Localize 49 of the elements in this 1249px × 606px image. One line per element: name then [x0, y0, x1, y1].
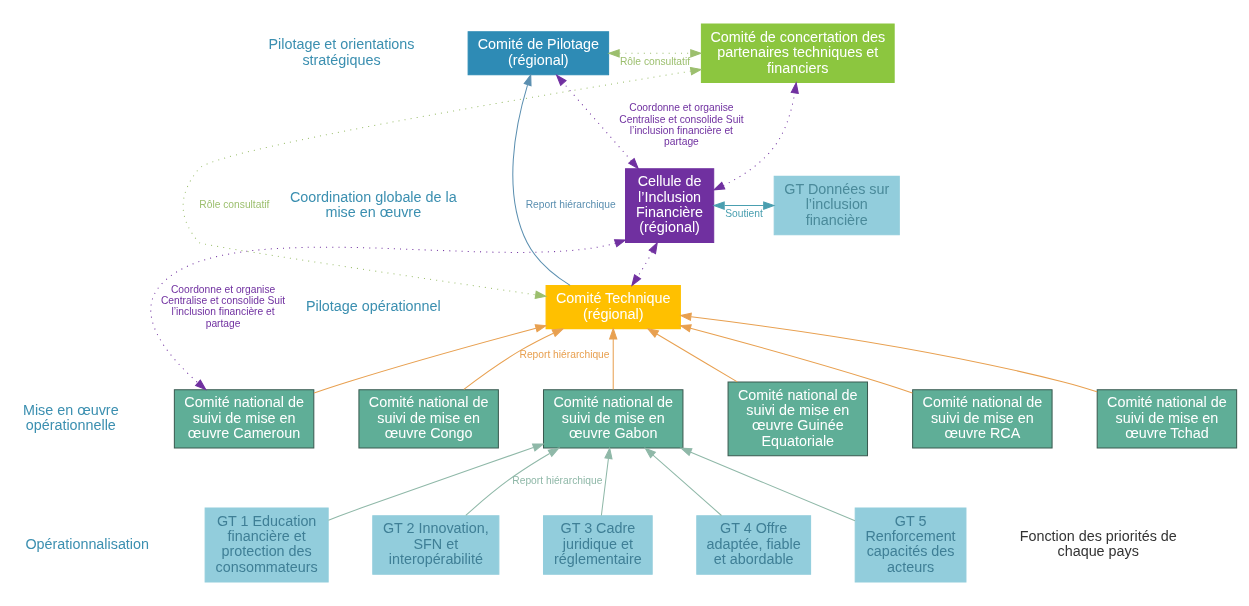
node-box: GT 5 Renforcement capacités des acteurs [854, 507, 967, 583]
node-box: Comité Technique (régional) [545, 285, 681, 330]
arrow [313, 324, 548, 394]
node-box: GT 3 Cadre juridique et réglementaire [543, 515, 653, 575]
label: Pilotage et orientations stratégiques [268, 36, 415, 68]
arrow [679, 312, 1098, 393]
node-box: Comité national de suivi de mise en œuvre Cameroun [173, 389, 315, 449]
label: Coordination globale de la mise en œuvre [289, 188, 457, 221]
node-box: GT 4 Offre adaptée, fiable et abordable [696, 515, 812, 575]
arrow [150, 239, 627, 391]
node-box: GT 2 Innovation, SFN et interopérabilité [372, 515, 500, 575]
node-box: Comité national de suivi de mise en œuvre RCA [912, 389, 1053, 449]
arrow [600, 446, 613, 516]
edge-label: Soutient [725, 207, 763, 219]
arrow [678, 324, 913, 394]
arrow [712, 81, 799, 191]
arrow [608, 327, 618, 391]
label: Pilotage opérationnel [305, 297, 441, 314]
label: Fonction des priorités de chaque pays [1019, 528, 1177, 560]
edge-label: Coordonne et organise Centralise et consolide Suit l’inclusion financière et partage [160, 283, 286, 329]
node-box: Comité national de suivi de mise en œuvre Gabon [543, 389, 684, 449]
node-box: Comité national de suivi de mise en œuvre Guinée Equatoriale [727, 381, 869, 457]
arrow [463, 328, 565, 390]
node-box: Comité de concertation des partenaires techniques et financiers [700, 23, 895, 84]
arrow [644, 447, 722, 516]
arrow [512, 73, 571, 286]
node-box: GT Données sur l’inclusion financière [773, 175, 900, 236]
edge-label: Rôle consultatif [619, 55, 691, 67]
node-box: Comité national de suivi de mise en œuvre Tchad [1096, 389, 1238, 449]
node-box: Comité national de suivi de mise en œuvre Congo [358, 389, 499, 449]
arrow [607, 49, 703, 58]
arrow [327, 443, 545, 521]
edge-label: Rôle consultatif [199, 199, 270, 211]
arrow [646, 327, 738, 383]
arrow [631, 241, 658, 287]
arrow [679, 447, 856, 522]
node-box: GT 1 Education financière et protection des consommateurs [204, 507, 329, 583]
arrow [465, 447, 561, 516]
arrow [182, 66, 703, 300]
node-box: Comité de Pilotage (régional) [467, 31, 610, 76]
label: Opérationnalisation [25, 535, 150, 552]
arrow [712, 201, 776, 210]
edge-label: Report hiérarchique [512, 475, 603, 487]
label: Mise en œuvre opérationnelle [22, 401, 119, 434]
edge-label: Report hiérarchique [519, 349, 610, 361]
edge-label: Coordonne et organise Centralise et consolide Suit l’inclusion financière et partage [619, 102, 744, 148]
arrow [555, 74, 640, 170]
edge-label: Report hiérarchique [525, 199, 616, 211]
node-box: Cellule de l’Inclusion Financière (régional) [625, 168, 715, 243]
